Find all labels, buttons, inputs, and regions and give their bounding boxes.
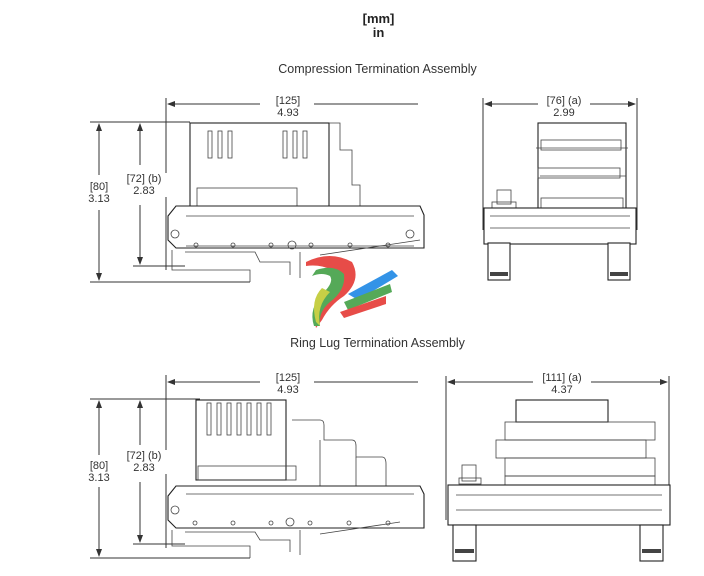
top-side-module-height-dim: [72] (b) 2.83 [116,173,172,197]
units-header: [mm] in [0,12,704,40]
bottom-side-module-height-dim: [72] (b) 2.83 [116,450,172,474]
ring-lug-end-view [445,376,671,562]
units-in: in [372,25,385,40]
bottom-side-width-dim: [125] 4.93 [262,372,314,396]
section-title-ring-lug: Ring Lug Termination Assembly [290,336,465,350]
top-side-overall-height-dim: [80] 3.13 [78,181,120,205]
section-title-compression: Compression Termination Assembly [278,62,477,76]
ring-lug-side-view [90,375,425,559]
top-side-width-dim: [125] 4.93 [262,95,314,119]
logo-watermark-icon [306,256,398,328]
top-end-width-dim: [76] (a) 2.99 [538,95,590,119]
bottom-side-overall-height-dim: [80] 3.13 [78,460,120,484]
bottom-end-width-dim: [111] (a) 4.37 [533,372,591,396]
ring-lug-terminals [495,421,656,487]
compression-end-view [482,98,638,281]
units-mm: [mm] [362,11,395,26]
compression-side-view [90,98,425,283]
